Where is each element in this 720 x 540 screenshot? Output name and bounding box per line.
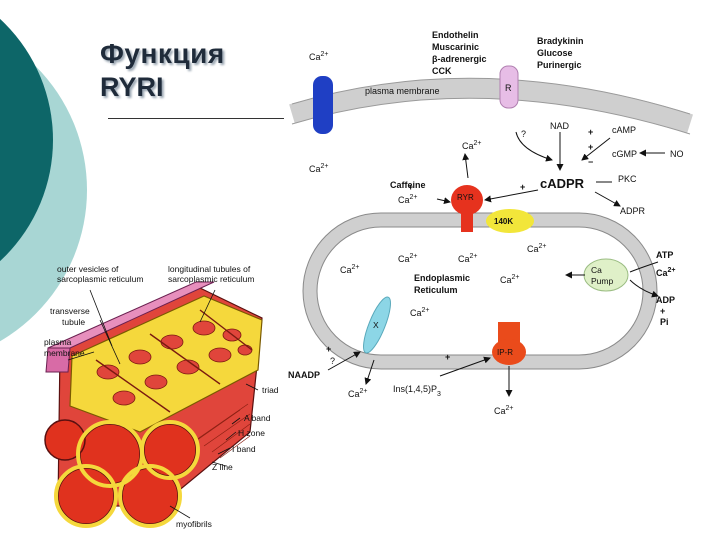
longitudinal-tubules-label: sarcoplasmic reticulum <box>168 274 254 284</box>
svg-text:Bradykinin: Bradykinin <box>537 36 584 46</box>
a-band-label: A band <box>244 413 271 423</box>
plasma-membrane-label: plasma membrane <box>365 86 440 96</box>
receptor-list-2: Bradykinin Glucose Purinergic <box>537 36 584 70</box>
triad-label: triad <box>262 385 279 395</box>
transverse-tubule-label: transverse <box>50 306 90 316</box>
adpr-label: ADPR <box>620 206 646 216</box>
slide-title: Функция <box>100 38 225 69</box>
ca-ip3-label: Ca2+ <box>494 405 514 416</box>
h-zone-label: H zone <box>238 428 265 438</box>
er-ca-label: Ca2+ <box>458 253 478 264</box>
outer-vesicles-label: sarcoplasmic reticulum <box>57 274 143 284</box>
svg-text:Pump: Pump <box>591 276 613 286</box>
receptor-letter: R <box>505 83 512 93</box>
svg-text:Muscarinic: Muscarinic <box>432 42 479 52</box>
svg-text:Purinergic: Purinergic <box>537 60 582 70</box>
cadpr-label: cADPR <box>540 176 585 191</box>
plus-sign: + <box>660 306 665 316</box>
plus-sign: + <box>326 344 331 354</box>
plus-sign: + <box>408 182 413 192</box>
kinase-140k: 140K <box>486 209 534 233</box>
calcium-channel <box>313 76 333 134</box>
svg-text:β-adrenergic: β-adrenergic <box>432 54 487 64</box>
er-ca-label: Ca2+ <box>410 307 430 318</box>
slide-subtitle: RYRI <box>100 72 164 102</box>
x-channel-label: X <box>373 320 379 330</box>
ins-label: Ins(1,4,5)P3 <box>393 384 441 398</box>
plus-sign: + <box>588 127 593 137</box>
myofibrils-label: myofibrils <box>176 519 212 529</box>
plus-sign: + <box>520 182 525 192</box>
er-ca-label: Ca2+ <box>398 253 418 264</box>
camp-label: cAMP <box>612 125 636 135</box>
plasma-membrane <box>289 78 693 134</box>
kinase-label: 140K <box>494 217 513 226</box>
title-block: Функция RYRI <box>100 38 225 103</box>
er-ca-label: Ca2+ <box>527 243 547 254</box>
plus-sign: + <box>445 352 450 362</box>
minus-sign: − <box>588 157 593 167</box>
i-band-label: I band <box>232 444 256 454</box>
z-line-label: Z line <box>212 462 233 472</box>
ca-top-label: Ca2+ <box>309 51 329 62</box>
ryr-label: RYR <box>457 193 474 202</box>
no-label: NO <box>670 149 684 159</box>
longitudinal-tubules-label: longitudinal tubules of <box>168 264 251 274</box>
title-underline <box>108 118 284 119</box>
dark-teal-circle <box>0 18 53 262</box>
question-mark: ? <box>330 356 335 366</box>
plasma-membrane-label: plasma <box>44 337 72 347</box>
ip3r-label: IP-R <box>497 348 513 357</box>
svg-text:Glucose: Glucose <box>537 48 573 58</box>
ca-right-label: Ca2+ <box>656 267 676 278</box>
plus-sign: + <box>588 142 593 152</box>
plasma-membrane-label: membrane <box>44 348 85 358</box>
question-mark: ? <box>521 129 526 139</box>
atp-label: ATP <box>656 250 673 260</box>
ca-bottom-label: Ca2+ <box>309 163 329 174</box>
er-ca-label: Ca2+ <box>340 264 360 275</box>
adp-label: ADP <box>656 295 675 305</box>
pi-label: Pi <box>660 317 669 327</box>
svg-text:CCK: CCK <box>432 66 452 76</box>
x-channel: X <box>363 296 391 354</box>
ca-caffeine-label: Ca2+ <box>398 194 418 205</box>
caffeine-label: Caffeine <box>390 180 426 190</box>
pkc-label: PKC <box>618 174 637 184</box>
cgmp-label: cGMP <box>612 149 637 159</box>
ca-naadp-label: Ca2+ <box>348 388 368 399</box>
outer-vesicles-label: outer vesicles of <box>57 264 119 274</box>
ryr-channel: RYR <box>451 185 483 232</box>
er-label: Reticulum <box>414 285 458 295</box>
svg-text:Ca: Ca <box>591 265 602 275</box>
ca-mid-label: Ca2+ <box>462 140 482 151</box>
er-label: Endoplasmic <box>414 273 470 283</box>
transverse-tubule-label: tubule <box>62 317 85 327</box>
svg-text:Endothelin: Endothelin <box>432 30 479 40</box>
ip3-receptor: IP-R <box>492 322 526 365</box>
receptor-list-1: Endothelin Muscarinic β-adrenergic CCK <box>432 30 487 76</box>
er-ca-label: Ca2+ <box>500 274 520 285</box>
receptor <box>499 65 519 109</box>
naadp-label: NAADP <box>288 370 320 380</box>
nad-label: NAD <box>550 121 570 131</box>
